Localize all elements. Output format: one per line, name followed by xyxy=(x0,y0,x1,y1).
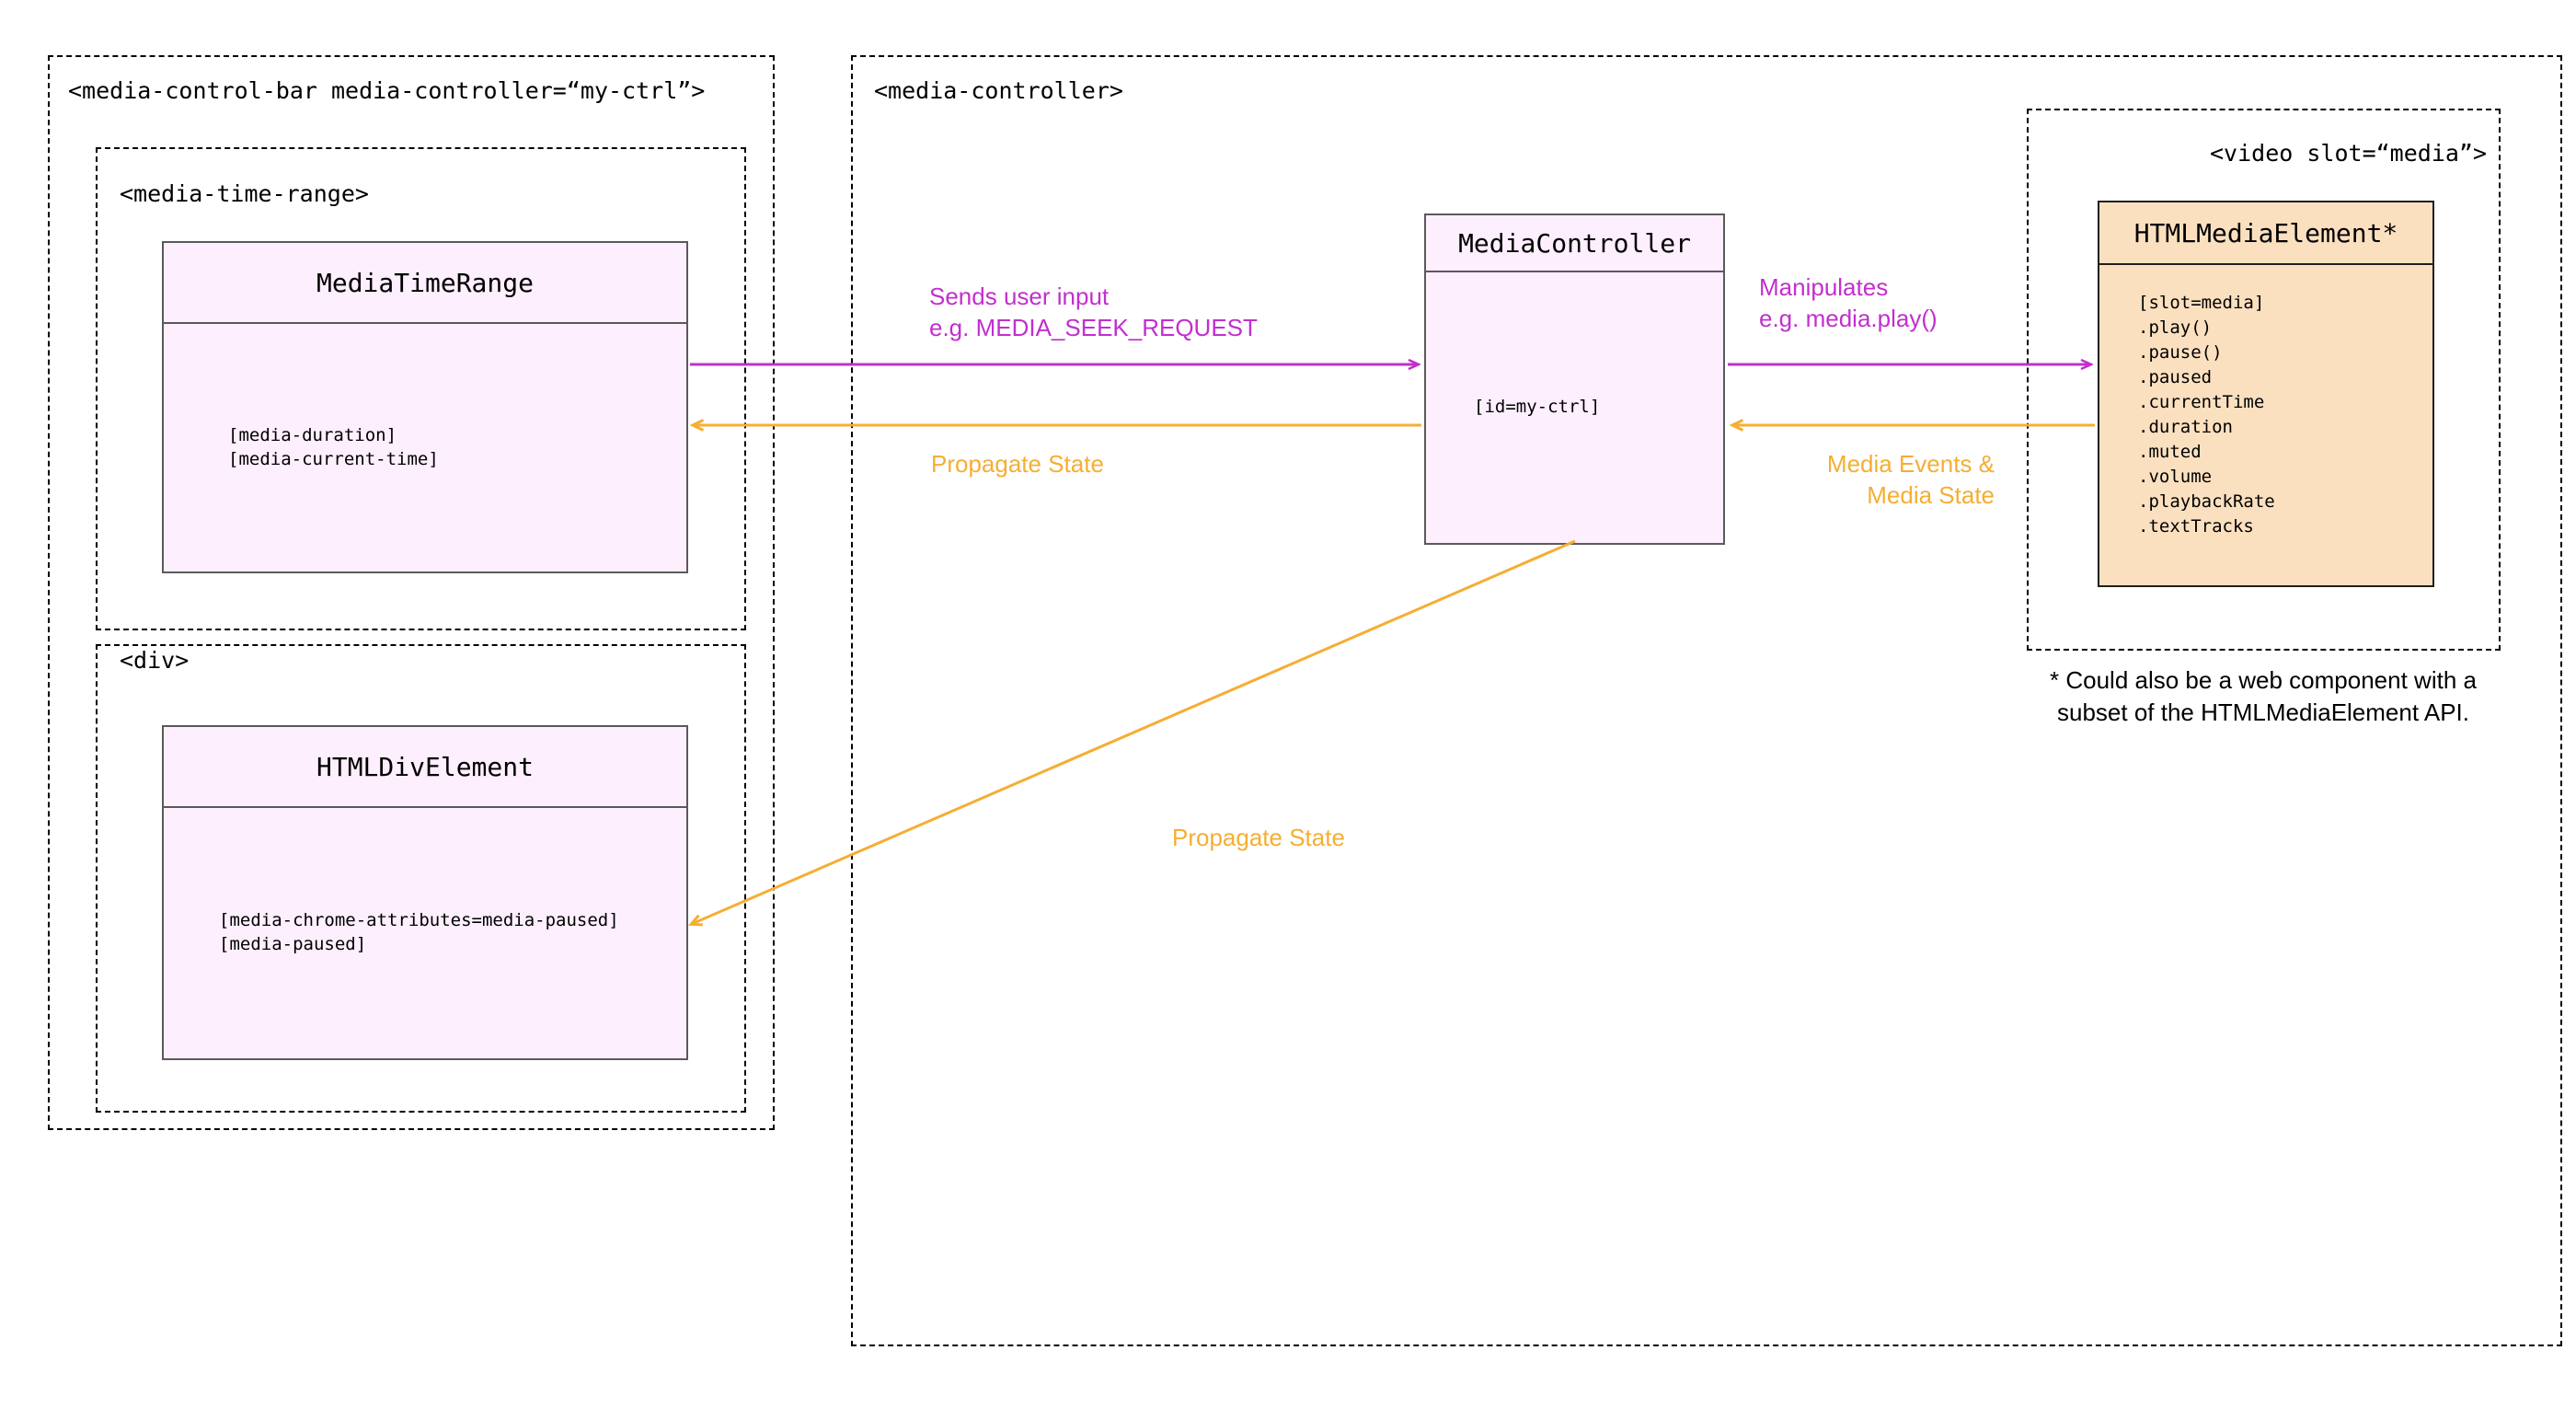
box-html-media-element-attributes: [slot=media] .play() .pause() .paused .c… xyxy=(2138,293,2275,537)
footnote-media-element: * Could also be a web component with a s… xyxy=(2050,666,2477,727)
box-media-controller-attributes: [id=my-ctrl] xyxy=(1474,397,1601,418)
box-html-div-element: HTMLDivElement [media-chrome-attributes=… xyxy=(162,725,688,1060)
box-media-time-range-title: MediaTimeRange xyxy=(164,243,686,324)
box-media-time-range: MediaTimeRange [media-duration] [media-c… xyxy=(162,241,688,573)
box-html-div-element-title: HTMLDivElement xyxy=(164,727,686,808)
container-video xyxy=(2027,109,2501,651)
container-media-time-range-label: <media-time-range> xyxy=(120,180,369,207)
container-div-label: <div> xyxy=(120,647,190,674)
box-html-media-element-title: HTMLMediaElement* xyxy=(2099,202,2432,265)
label-sends-user-input: Sends user input e.g. MEDIA_SEEK_REQUEST xyxy=(929,283,1258,342)
box-media-controller: MediaController [id=my-ctrl] xyxy=(1424,214,1725,545)
label-propagate-state-diagonal: Propagate State xyxy=(1172,824,1345,851)
label-manipulates: Manipulates e.g. media.play() xyxy=(1759,273,1938,333)
box-media-controller-title: MediaController xyxy=(1426,215,1723,272)
box-html-div-element-attributes: [media-chrome-attributes=media-paused] [… xyxy=(219,910,619,954)
box-media-time-range-attributes: [media-duration] [media-current-time] xyxy=(228,424,439,469)
box-html-media-element: HTMLMediaElement* [slot=media] .play() .… xyxy=(2098,201,2434,587)
label-media-events: Media Events & Media State xyxy=(1826,450,1995,510)
container-media-controller-label: <media-controller> xyxy=(874,77,1123,104)
container-video-label: <video slot=“media”> xyxy=(2210,140,2488,167)
container-media-time-range xyxy=(96,147,746,630)
label-propagate-state-left: Propagate State xyxy=(931,450,1104,478)
container-media-control-bar-label: <media-control-bar media-controller=“my-… xyxy=(68,77,706,104)
